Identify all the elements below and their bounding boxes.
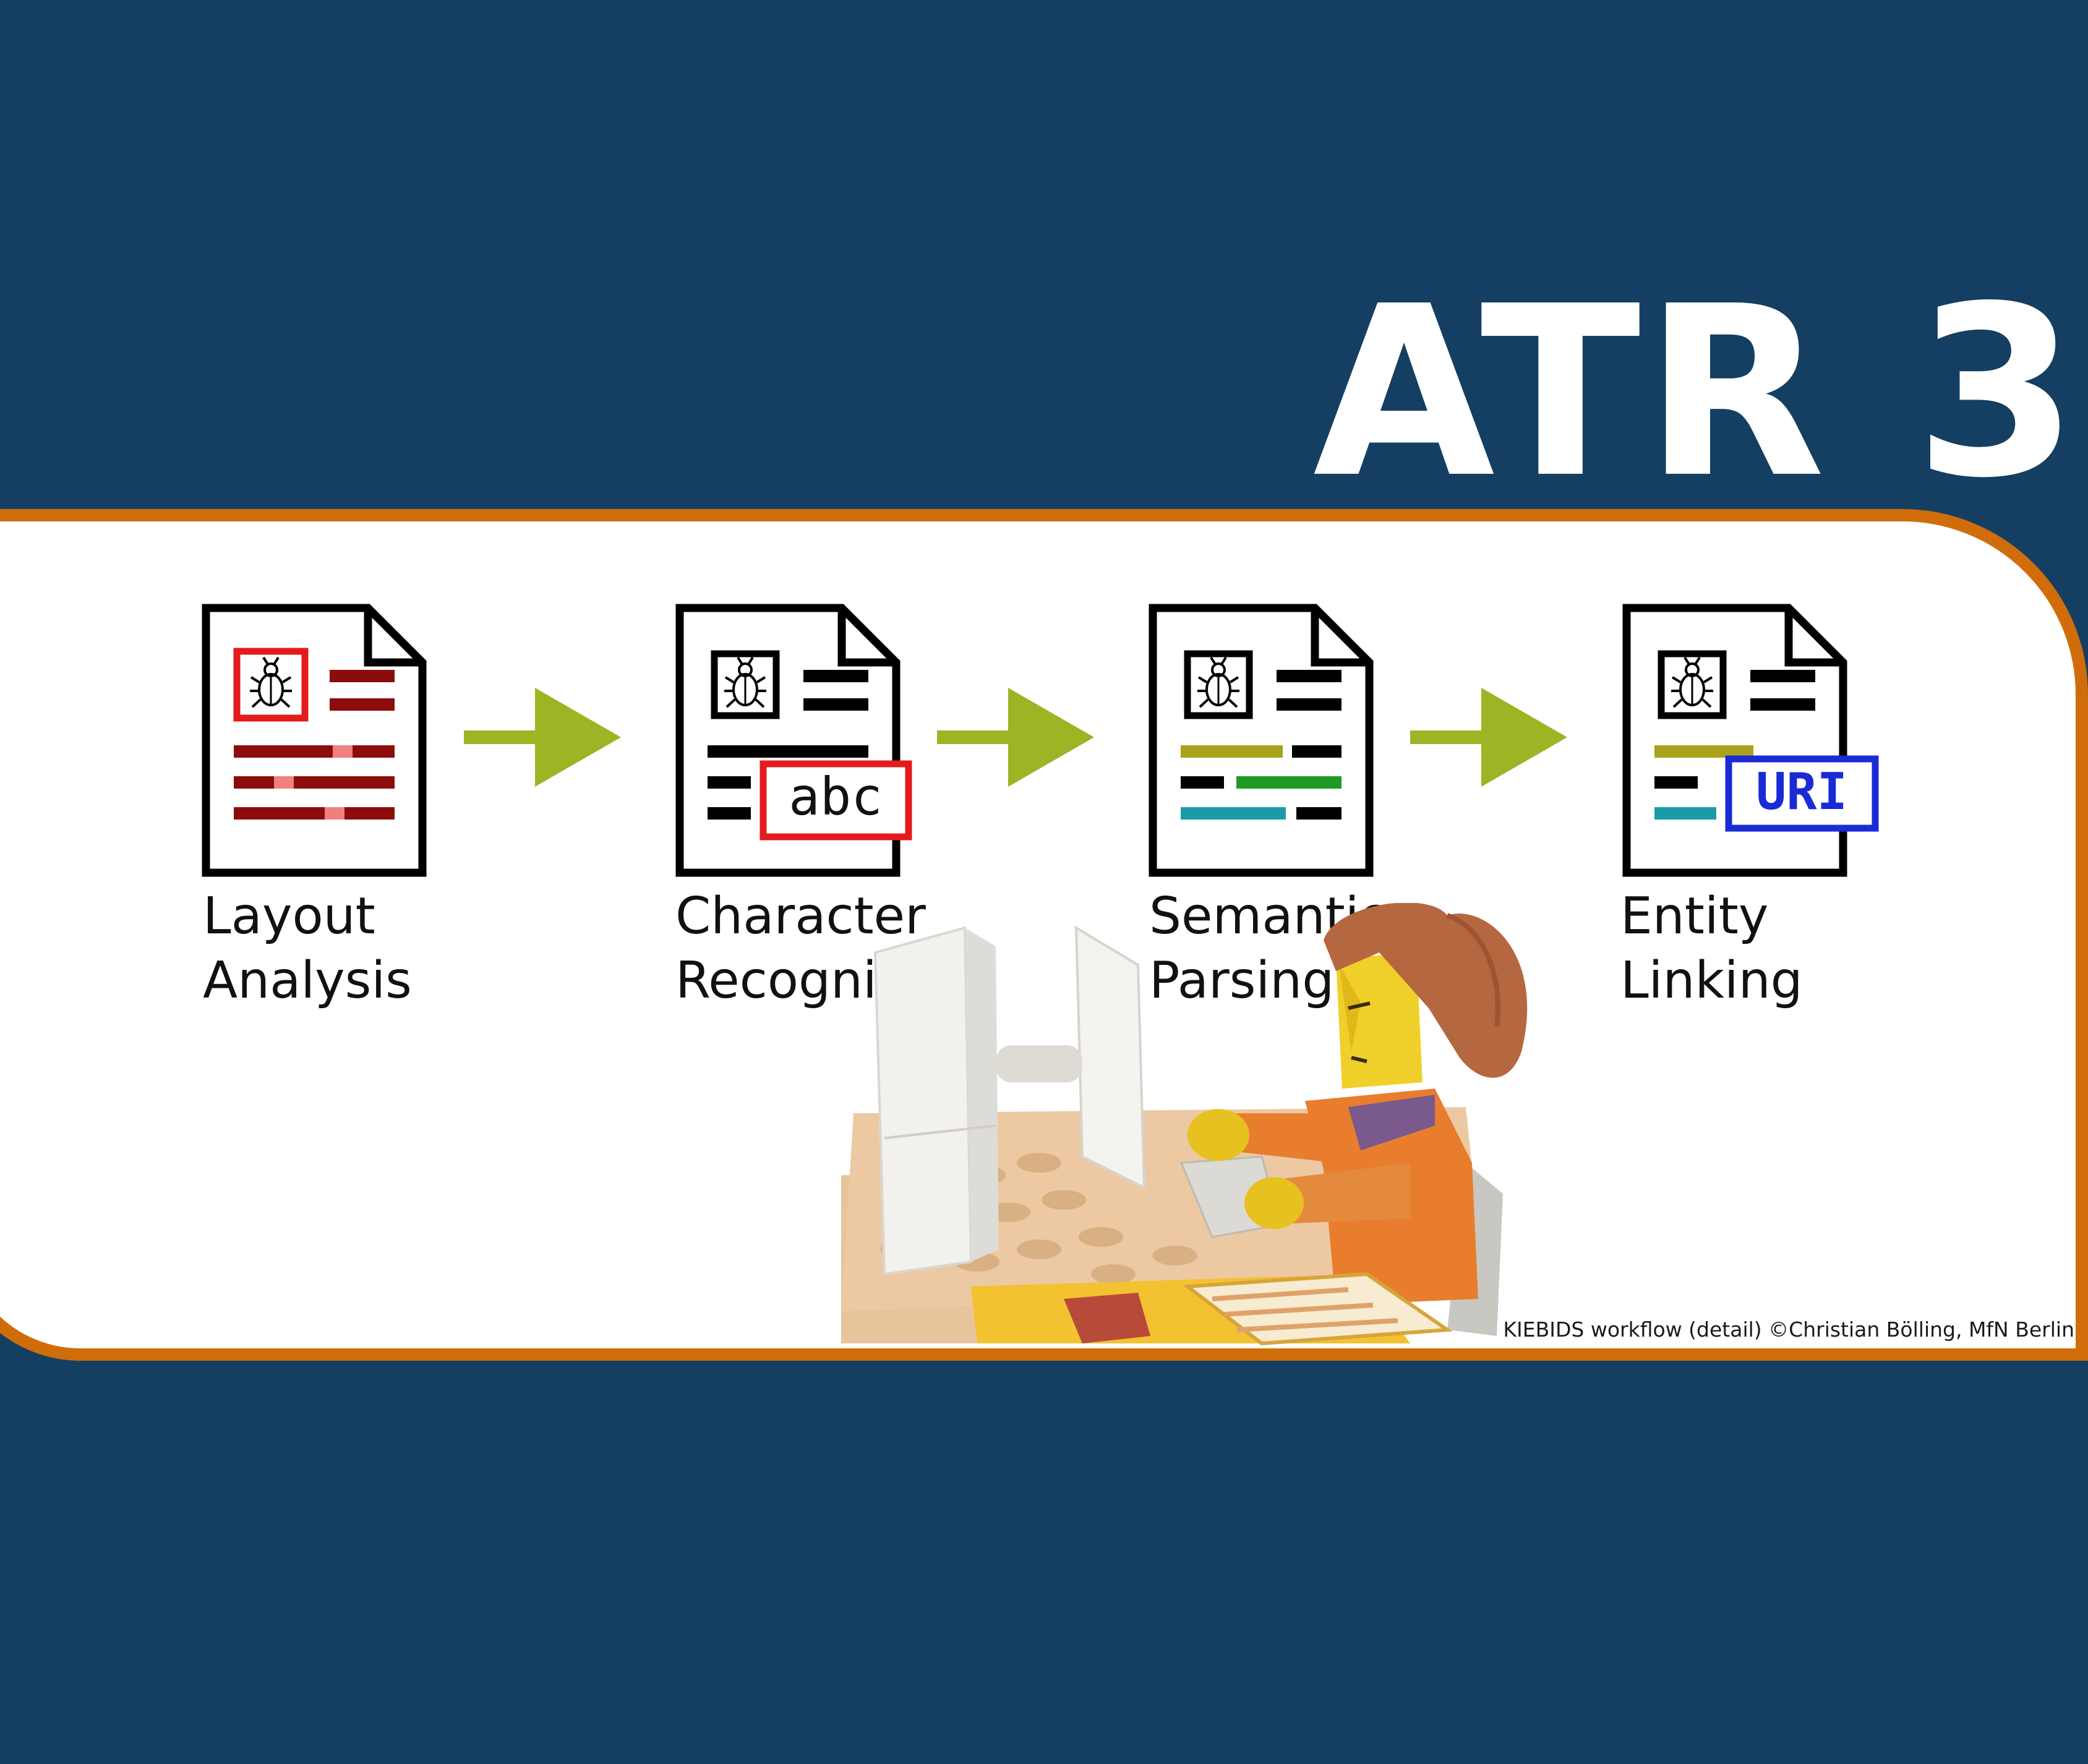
toy-figure-workstation-photo <box>841 903 1528 1346</box>
layout-analysis-document-icon <box>206 608 422 873</box>
arrow-2-icon <box>937 688 1094 787</box>
page-title: ATR 3 <box>1312 255 2082 529</box>
photo-credit: KIEBIDS workflow (detail) ©Christian Böl… <box>1503 1317 2074 1342</box>
abc-badge: abc <box>789 766 883 827</box>
uri-badge: URI <box>1756 763 1847 821</box>
entity-linking-document-icon: URI <box>1627 608 1879 873</box>
character-recognition-document-icon: abc <box>680 608 912 873</box>
semantic-parsing-document-icon <box>1153 608 1369 873</box>
arrow-3-icon <box>1410 688 1567 787</box>
arrow-1-icon <box>464 688 621 787</box>
